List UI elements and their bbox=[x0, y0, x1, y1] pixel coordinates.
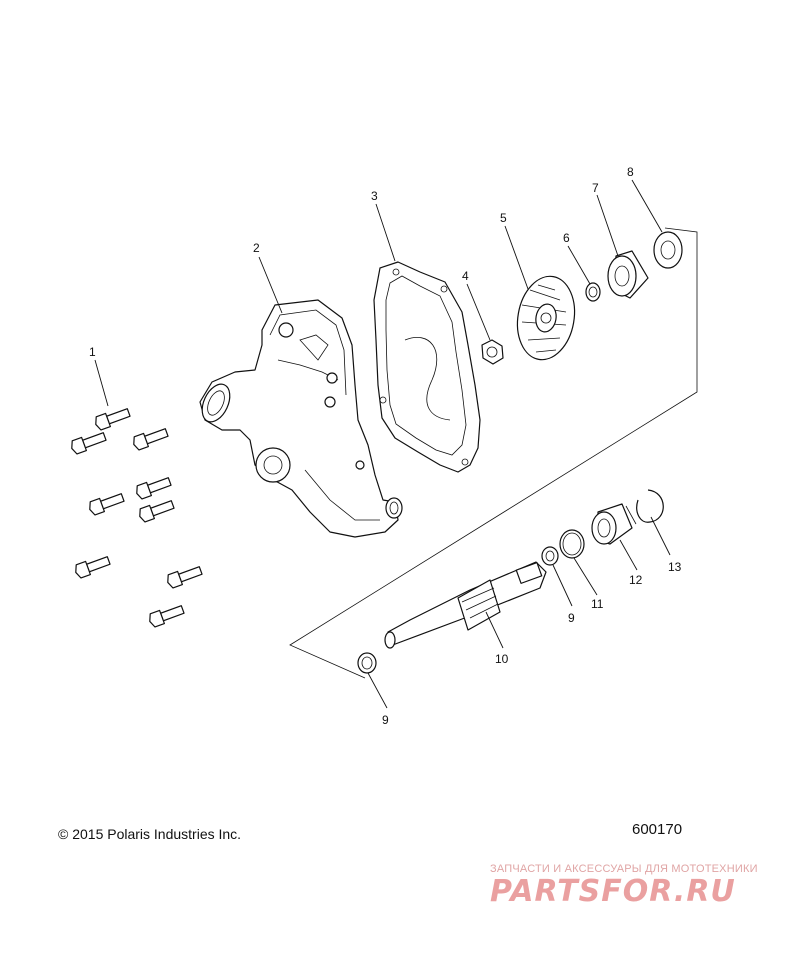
callout-9-upper: 9 bbox=[568, 611, 575, 625]
mechanical-seal bbox=[607, 250, 649, 299]
bolt bbox=[71, 432, 107, 455]
callout-1: 1 bbox=[89, 345, 96, 359]
impeller-nut bbox=[481, 339, 504, 365]
diagram-number: 600170 bbox=[632, 821, 683, 838]
washer-small bbox=[585, 282, 601, 302]
bolt bbox=[95, 408, 131, 431]
callout-13: 13 bbox=[668, 560, 682, 574]
callout-11: 11 bbox=[591, 597, 604, 611]
callout-6: 6 bbox=[563, 231, 570, 245]
gasket bbox=[373, 261, 481, 473]
bolt-group bbox=[71, 408, 203, 628]
callout-5: 5 bbox=[500, 211, 507, 225]
bearing bbox=[591, 503, 637, 545]
callout-labels: 1 2 3 4 5 6 7 8 9 10 11 12 13 9 bbox=[89, 165, 682, 727]
callout-9-lower: 9 bbox=[382, 713, 389, 727]
leader-lines bbox=[94, 179, 671, 709]
callout-2: 2 bbox=[253, 241, 260, 255]
callout-4: 4 bbox=[462, 269, 469, 283]
bolt bbox=[75, 556, 111, 579]
o-ring bbox=[559, 529, 585, 559]
washer-lower bbox=[357, 652, 377, 674]
impeller bbox=[516, 275, 576, 361]
callout-8: 8 bbox=[627, 165, 634, 179]
watermark-caption: ЗАПЧАСТИ И АКСЕССУАРЫ ДЛЯ МОТОТЕХНИКИ bbox=[490, 863, 758, 875]
pump-housing bbox=[199, 299, 403, 538]
callout-7: 7 bbox=[592, 181, 599, 195]
callout-3: 3 bbox=[371, 189, 378, 203]
assembly-frame-line bbox=[289, 227, 698, 679]
callout-12: 12 bbox=[629, 573, 643, 587]
copyright-notice: © 2015 Polaris Industries Inc. bbox=[58, 826, 242, 842]
bolt bbox=[149, 605, 185, 628]
bolt bbox=[136, 477, 172, 500]
callout-10: 10 bbox=[495, 652, 509, 666]
bolt bbox=[167, 566, 203, 589]
bolt bbox=[139, 500, 175, 523]
washer-upper bbox=[541, 546, 559, 566]
seal-ring bbox=[653, 231, 683, 269]
bolt bbox=[89, 493, 125, 516]
snap-ring bbox=[636, 489, 664, 523]
pump-shaft bbox=[384, 561, 547, 649]
bolt bbox=[133, 428, 169, 451]
watermark-logo: PARTSFOR.RU bbox=[490, 874, 736, 909]
